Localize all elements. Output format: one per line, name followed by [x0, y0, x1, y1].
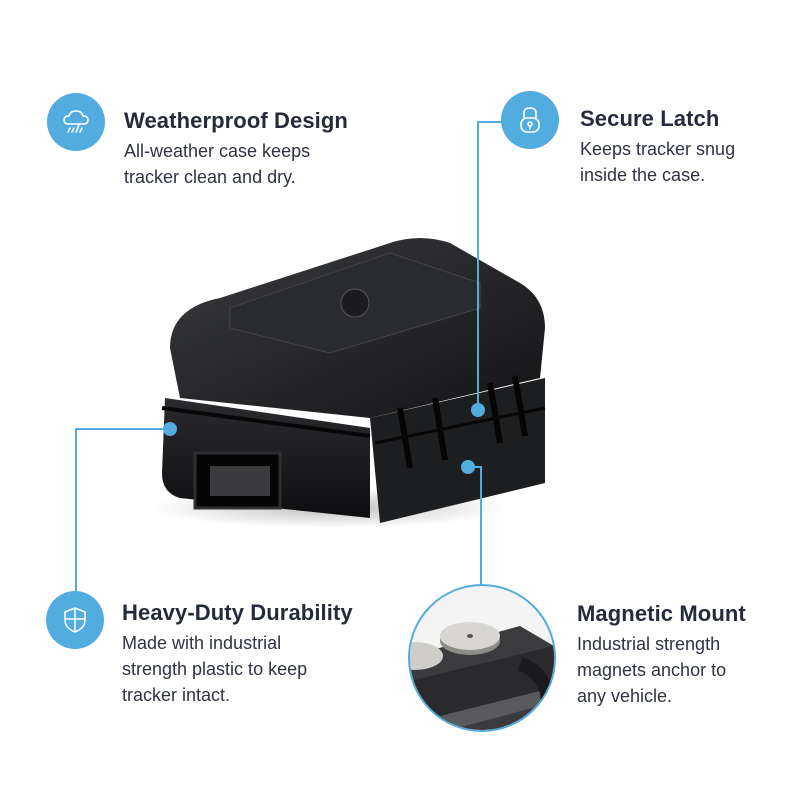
connector-latch-vertical	[477, 122, 479, 410]
feature-title: Heavy-Duty Durability	[122, 600, 353, 625]
product-image-weatherproof-case	[150, 228, 560, 528]
feature-desc-line: inside the case.	[580, 165, 706, 185]
feature-desc-line: All-weather case keeps	[124, 141, 311, 161]
connector-magnetic-horizontal	[468, 466, 482, 468]
lock-icon	[520, 107, 540, 133]
connector-durability-vertical	[75, 428, 77, 593]
callout-dot-durability	[163, 422, 177, 436]
connector-durability-horizontal	[75, 428, 170, 430]
connector-magnetic-vertical	[480, 466, 482, 584]
feature-weatherproof: Weatherproof Design All-weather case kee…	[124, 108, 348, 190]
feature-desc-line: magnets anchor to	[577, 660, 727, 680]
feature-desc-line: strength plastic to keep	[122, 659, 308, 679]
feature-desc-line: Made with industrial	[122, 633, 282, 653]
feature-desc-line: tracker clean and dry.	[124, 167, 296, 187]
feature-magnetic: Magnetic Mount Industrial strength magne…	[577, 601, 746, 709]
feature-title: Secure Latch	[580, 106, 720, 131]
feature-desc-line: Industrial strength	[577, 634, 721, 654]
weatherproof-icon-badge	[47, 93, 105, 151]
feature-desc-line: Keeps tracker snug	[580, 139, 736, 159]
connector-latch-horizontal	[477, 121, 502, 123]
shield-icon	[64, 607, 86, 633]
callout-dot-latch	[471, 403, 485, 417]
feature-title: Magnetic Mount	[577, 601, 746, 626]
feature-title: Weatherproof Design	[124, 108, 348, 133]
feature-desc-line: any vehicle.	[577, 686, 673, 706]
durability-icon-badge	[46, 591, 104, 649]
feature-durability: Heavy-Duty Durability Made with industri…	[122, 600, 353, 708]
feature-latch: Secure Latch Keeps tracker snug inside t…	[580, 106, 735, 188]
magnet-closeup-image	[408, 584, 556, 732]
latch-icon-badge	[501, 91, 559, 149]
cloud-rain-icon	[63, 110, 89, 133]
feature-desc-line: tracker intact.	[122, 685, 231, 705]
